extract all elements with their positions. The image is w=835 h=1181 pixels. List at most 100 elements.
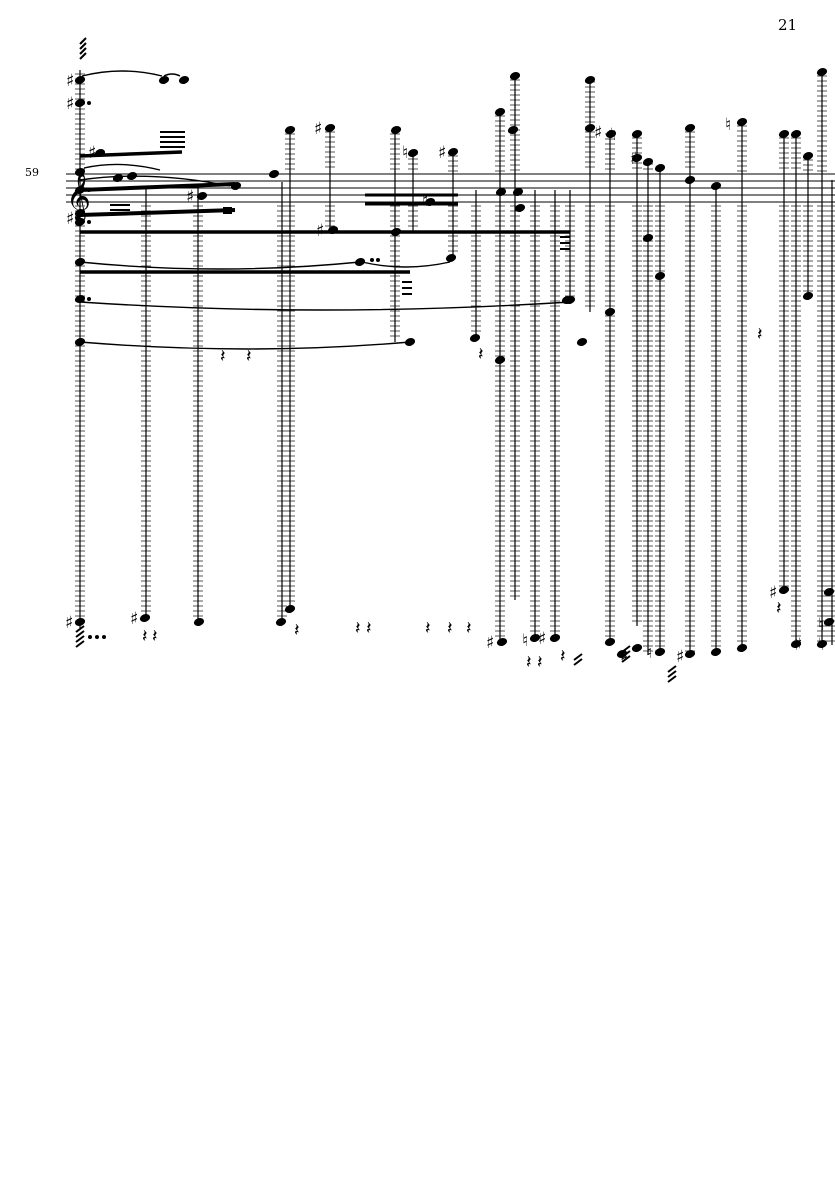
notehead-36 xyxy=(496,638,508,646)
sharp-icon: ♯ xyxy=(676,647,684,667)
notehead-54 xyxy=(654,272,666,280)
sharp-icon: ♯ xyxy=(438,143,446,163)
notehead-59 xyxy=(736,118,748,126)
sharp-icon: ♯ xyxy=(630,149,638,169)
notehead-3 xyxy=(74,186,86,194)
notehead-55 xyxy=(684,124,696,132)
notehead-65 xyxy=(802,152,814,160)
notehead-60 xyxy=(736,644,748,652)
notehead-14 xyxy=(178,76,190,84)
quarter-rest-icon: 𝄽 xyxy=(466,618,472,639)
quarter-rest-icon: 𝄽 xyxy=(294,620,300,641)
notehead-2 xyxy=(74,168,86,176)
notehead-23 xyxy=(324,124,336,132)
notehead-57 xyxy=(710,182,722,190)
sharp-icon: ♯ xyxy=(65,613,73,633)
notehead-22 xyxy=(284,126,296,134)
notehead-51 xyxy=(642,158,654,166)
notehead-37 xyxy=(509,72,521,80)
quarter-rest-icon: 𝄽 xyxy=(757,324,763,345)
notehead-41 xyxy=(529,634,541,642)
natural-icon: ♮ xyxy=(818,635,824,655)
notehead-42 xyxy=(549,634,561,642)
quarter-rest-icon: 𝄽 xyxy=(246,346,252,367)
notehead-44 xyxy=(584,76,596,84)
notehead-46 xyxy=(605,130,617,138)
notehead-40 xyxy=(514,204,526,212)
sharp-icon: ♯ xyxy=(314,119,322,139)
measure-number: 59 xyxy=(25,166,39,179)
notehead-53 xyxy=(642,234,654,242)
notehead-62 xyxy=(778,586,790,594)
notehead-39 xyxy=(512,188,524,196)
notehead-76 xyxy=(561,296,573,304)
quarter-rest-icon: 𝄽 xyxy=(220,346,226,367)
quarter-rest-icon: 𝄽 xyxy=(776,598,782,619)
notehead-18 xyxy=(230,182,242,190)
accidentals: ♯♯♯♯♯♯♯♯♯♮♯♮♯♮♯♯♮♯♯♮♯♮♯♯♮♮ xyxy=(65,71,824,667)
ledger-lines xyxy=(75,73,835,652)
notehead-7 xyxy=(74,295,86,303)
sharp-icon: ♯ xyxy=(538,629,546,649)
sharp-icon: ♯ xyxy=(66,209,74,229)
notehead-28 xyxy=(407,149,419,157)
notehead-66 xyxy=(802,292,814,300)
natural-icon: ♮ xyxy=(402,143,408,163)
quarter-rest-icon: 𝄽 xyxy=(366,618,372,639)
staff xyxy=(66,173,835,203)
notehead-25 xyxy=(354,258,366,266)
notehead-75 xyxy=(576,338,588,346)
notehead-10 xyxy=(94,149,106,157)
notehead-8 xyxy=(74,338,86,346)
notehead-30 xyxy=(447,148,459,156)
page-number: 21 xyxy=(778,16,798,34)
notehead-61 xyxy=(778,130,790,138)
notehead-15 xyxy=(139,614,151,622)
quarter-rest-icon: 𝄽 xyxy=(526,652,532,673)
notehead-16 xyxy=(193,618,205,626)
notehead-48 xyxy=(604,638,616,646)
notehead-32 xyxy=(404,338,416,346)
notehead-35 xyxy=(495,188,507,196)
natural-icon: ♮ xyxy=(646,643,652,663)
notehead-13 xyxy=(158,76,170,84)
sharp-icon: ♯ xyxy=(769,583,777,603)
notehead-45 xyxy=(584,124,596,132)
quarter-rest-icon: 𝄽 xyxy=(560,646,566,667)
notehead-67 xyxy=(816,68,828,76)
notehead-64 xyxy=(790,640,802,648)
noteheads xyxy=(74,68,835,658)
notehead-47 xyxy=(604,308,616,316)
sharp-icon: ♯ xyxy=(130,609,138,629)
tremolo-marks xyxy=(75,37,677,683)
notehead-71 xyxy=(684,650,696,658)
sharp-icon: ♯ xyxy=(186,187,194,207)
notehead-9 xyxy=(74,618,86,626)
quarter-rest-icon: 𝄽 xyxy=(425,618,431,639)
sharp-icon: ♯ xyxy=(316,221,324,241)
quarter-rest-icon: 𝄽 xyxy=(537,652,543,673)
notehead-4 xyxy=(74,209,86,217)
quarter-rest-icon: 𝄽 xyxy=(478,344,484,365)
sharp-icon: ♯ xyxy=(66,71,74,91)
notehead-52 xyxy=(654,164,666,172)
natural-icon: ♮ xyxy=(725,115,731,135)
notehead-19 xyxy=(275,618,287,626)
notehead-1 xyxy=(74,99,86,107)
notehead-24 xyxy=(327,226,339,234)
sharp-icon: ♯ xyxy=(594,123,602,143)
notehead-26 xyxy=(390,228,402,236)
notehead-29 xyxy=(424,198,436,206)
notehead-58 xyxy=(710,648,722,656)
notehead-6 xyxy=(74,258,86,266)
notehead-34 xyxy=(494,108,506,116)
notehead-0 xyxy=(74,76,86,84)
notehead-56 xyxy=(684,176,696,184)
notehead-63 xyxy=(790,130,802,138)
notehead-33 xyxy=(469,334,481,342)
natural-icon: ♮ xyxy=(422,191,428,211)
notehead-77 xyxy=(494,356,506,364)
notehead-20 xyxy=(284,605,296,613)
notehead-17 xyxy=(196,192,208,200)
natural-icon: ♮ xyxy=(522,631,528,651)
